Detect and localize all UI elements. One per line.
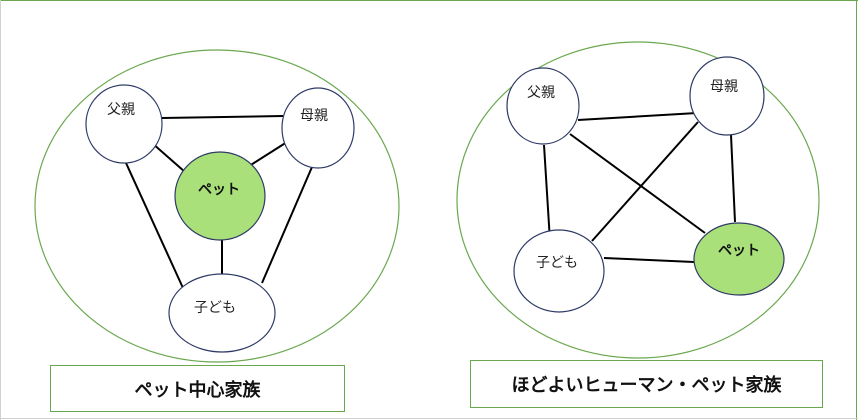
pet-centered-family-diagram: 父親 母親 ペット 子ども [34,49,400,363]
node-child-left[interactable] [168,273,276,353]
link-father-child-left [125,162,184,289]
link-mother-child-right [591,121,699,242]
node-pet-left[interactable] [174,151,266,241]
link-father-pet-left [151,142,186,173]
node-pet-left-label: ペット [198,182,240,198]
sheet-left-edge [0,0,1,420]
link-mother-pet-left [245,141,288,169]
link-father-child-right [543,144,551,242]
node-mother-right[interactable] [689,56,765,136]
node-mother-left[interactable] [281,87,355,169]
node-pet-right[interactable] [693,222,785,296]
node-father-right[interactable] [506,67,580,145]
balanced-human-pet-family-diagram: 父親 母親 子ども ペット [456,41,820,359]
link-child-pet-right [603,257,695,263]
node-father-left-label: 父親 [107,102,135,118]
node-mother-left-label: 母親 [300,108,328,124]
node-father-left[interactable] [85,84,163,164]
sheet-top-edge [0,0,858,1]
node-child-right[interactable] [513,229,605,313]
link-father-pet-right [569,133,706,234]
node-pet-right-label: ペット [718,243,760,259]
caption-pet-centered-family[interactable]: ペット中心家族 [50,365,345,412]
link-father-mother-right [577,112,698,121]
node-father-right-label: 父親 [527,85,555,101]
link-mother-pet-right [730,134,736,223]
link-mother-child-left [261,166,313,284]
link-father-mother-left [161,115,284,119]
node-child-left-label: 子ども [194,300,236,316]
sheet-right-edge [856,0,857,420]
node-child-right-label: 子ども [536,255,578,271]
caption-balanced-human-pet-family[interactable]: ほどよいヒューマン・ペット家族 [470,360,823,408]
sheet-bottom-edge [0,418,858,419]
node-mother-right-label: 母親 [710,79,738,95]
